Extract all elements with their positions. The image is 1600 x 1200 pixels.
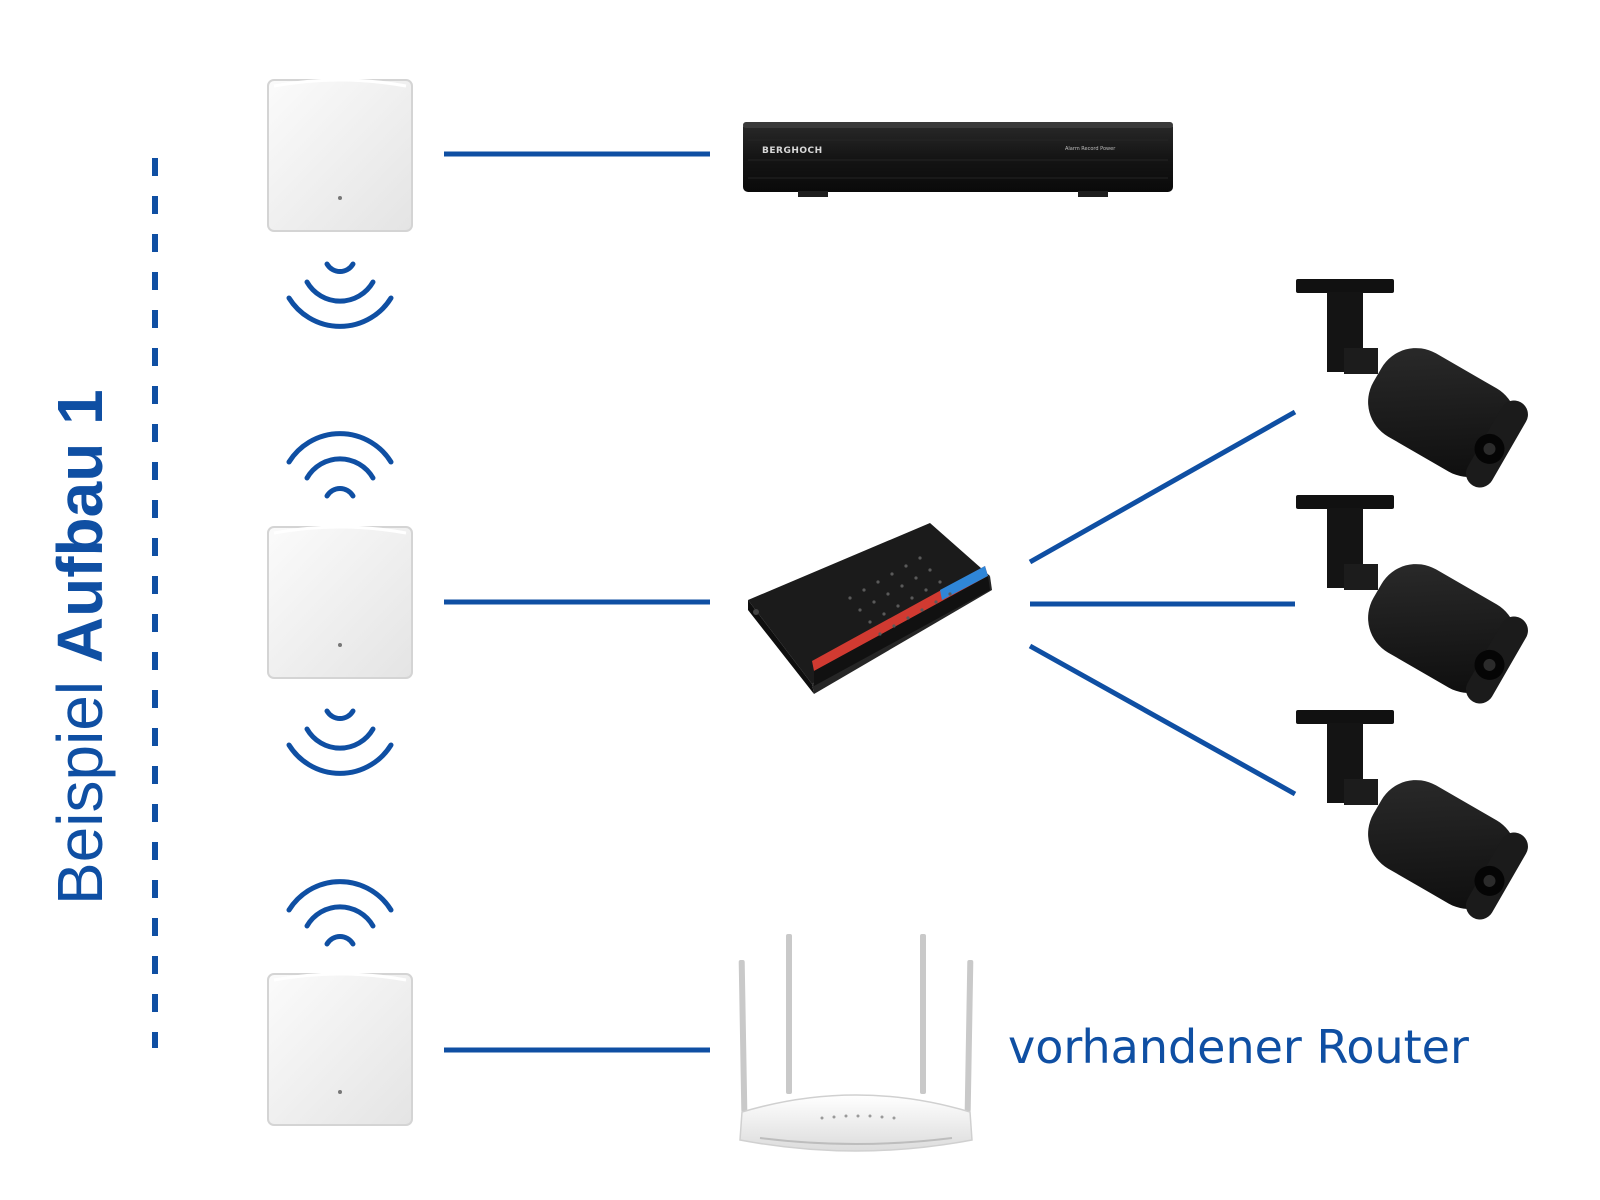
nvr-brand-label: BERGHOCH [762, 146, 823, 156]
bullet-camera-1 [1296, 279, 1528, 488]
wifi-signal-icon [286, 261, 394, 329]
wifi-signal-icon [286, 879, 394, 947]
router-label: vorhandener Router [1008, 1020, 1469, 1074]
wifi-router [738, 934, 974, 1152]
connection-lines [444, 151, 1297, 1053]
nvr-recorder: BERGHOCH Alarm Record Power [743, 122, 1173, 197]
bullet-camera-2 [1296, 495, 1528, 704]
bullet-camera-3 [1296, 710, 1528, 920]
wireless-bridge-top [267, 78, 413, 232]
title-emphasis: Aufbau 1 [44, 389, 116, 664]
wireless-bridge-middle [267, 525, 413, 679]
title-prefix: Beispiel [44, 663, 116, 905]
nvr-button-labels: Alarm Record Power [1065, 146, 1116, 152]
wifi-signal-icon [286, 431, 394, 499]
wifi-signal-icon [286, 708, 394, 776]
title-container: Beispiel Aufbau 1 [44, 0, 116, 1200]
wireless-bridge-bottom [267, 972, 413, 1126]
link-switch-camera-1 [1028, 409, 1297, 565]
link-switch-camera-3 [1028, 643, 1297, 797]
poe-switch [748, 523, 992, 694]
page-title: Beispiel Aufbau 1 [44, 389, 116, 905]
